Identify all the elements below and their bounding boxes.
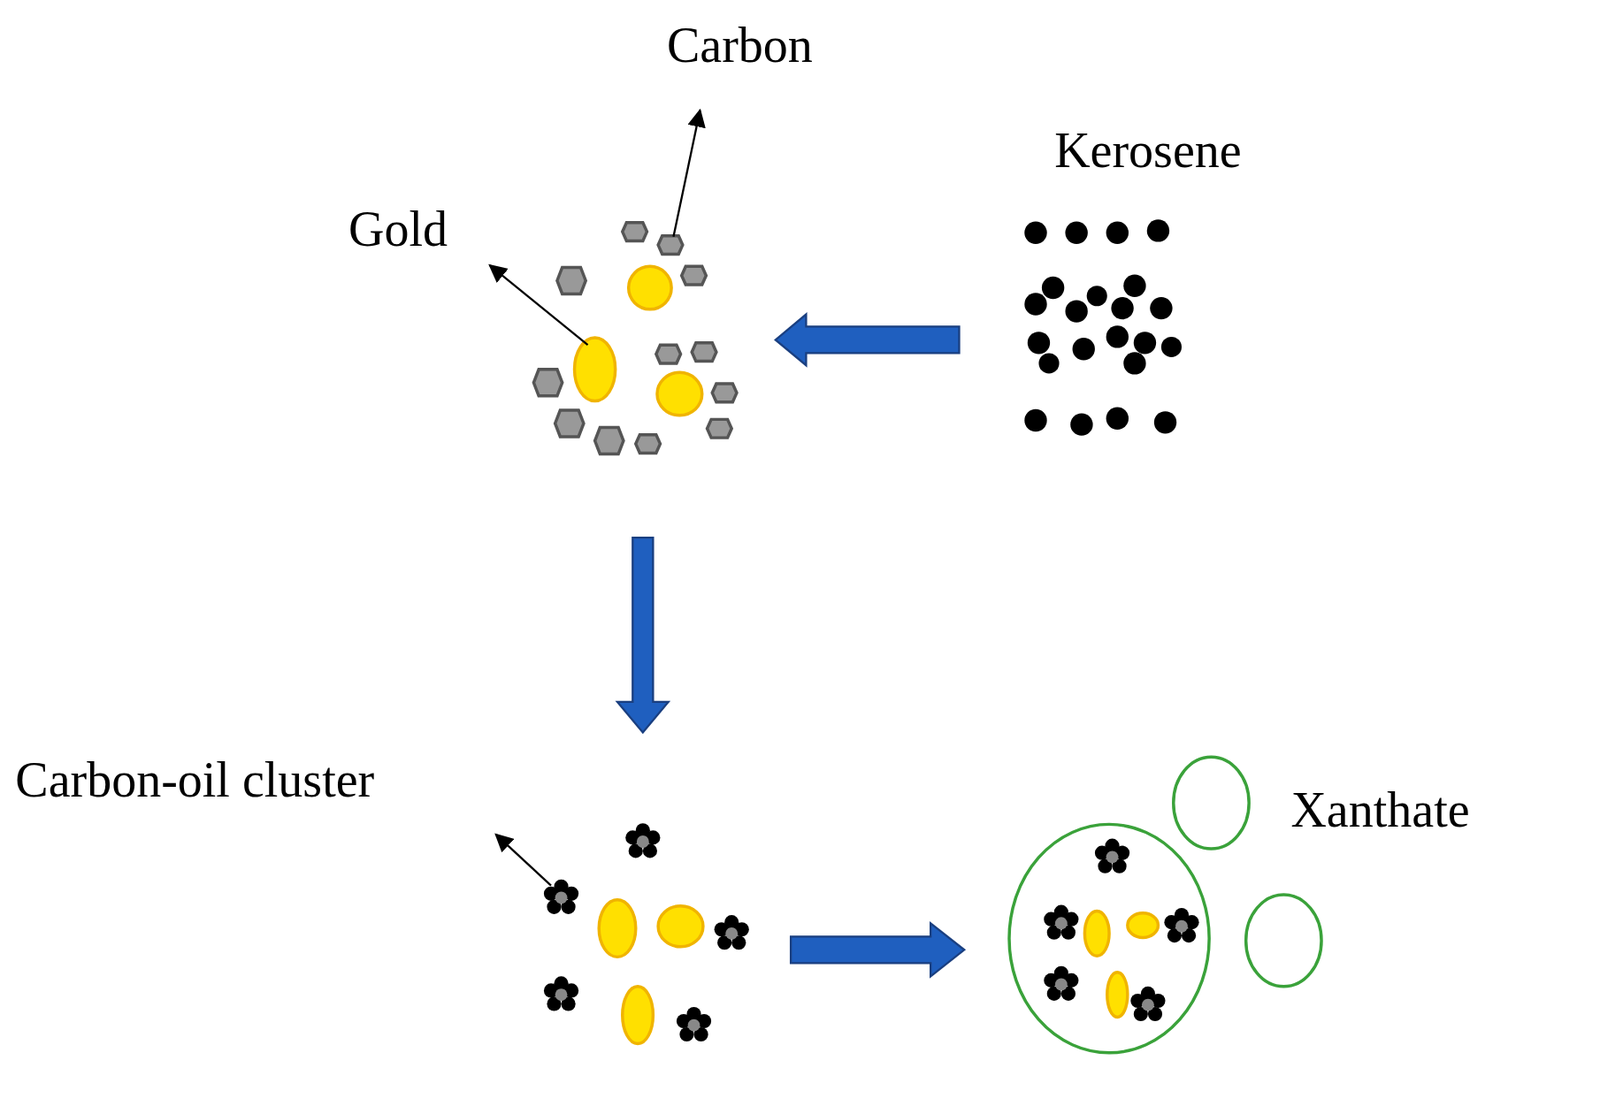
part-label: Carbon <box>666 18 813 74</box>
xanthate-bubbles <box>1009 757 1322 1054</box>
part-label: Xanthate <box>1290 783 1470 839</box>
part-label: Gold <box>348 202 448 258</box>
gold-particles <box>574 266 703 415</box>
process-arrow <box>617 314 965 978</box>
kerosene-droplets <box>1024 219 1182 437</box>
leader-line <box>496 834 552 887</box>
gold-particles <box>1084 911 1158 1018</box>
part-label: Kerosene <box>1054 123 1241 179</box>
gold-particles <box>598 900 704 1045</box>
carbon-oil-clusters <box>1043 839 1199 1023</box>
leader-line <box>673 110 700 238</box>
leader-line <box>489 265 589 345</box>
part-label: Carbon-oil cluster <box>15 753 375 809</box>
carbon-particles <box>533 222 737 455</box>
